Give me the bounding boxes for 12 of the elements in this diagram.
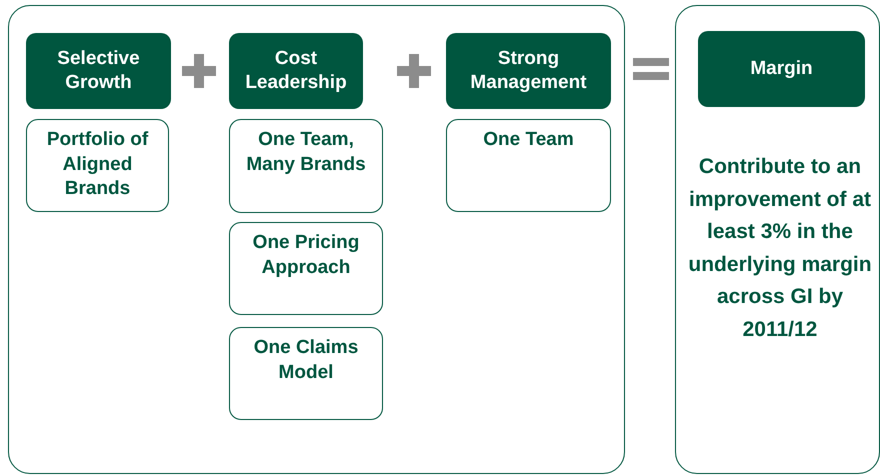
goal-text: Contribute to an improvement of at least 3% in the underlying margin across GI by 2011/12	[687, 154, 873, 343]
item-box: One Team	[446, 119, 611, 212]
header-box: Strong Management	[446, 33, 611, 109]
panel-background	[675, 5, 880, 474]
header-box: Cost Leadership	[229, 33, 363, 109]
header-box: Selective Growth	[26, 33, 171, 109]
box-outline	[8, 5, 625, 474]
item-box: One Pricing Approach	[229, 222, 383, 315]
item-box: Portfolio of Aligned Brands	[26, 119, 169, 212]
header-box: Margin	[698, 31, 865, 107]
item-box: One Team, Many Brands	[229, 119, 383, 213]
item-box: One Claims Model	[229, 327, 383, 420]
